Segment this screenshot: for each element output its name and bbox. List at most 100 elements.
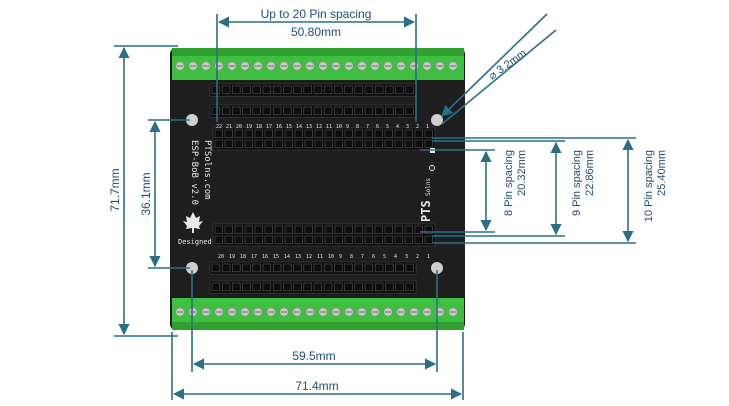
brand-logo: PTS Solns — [419, 178, 433, 222]
spacing10-value: 25.40mm — [656, 150, 668, 196]
top-row-number: 18 — [256, 124, 262, 130]
bottom-row-number: 10 — [328, 254, 334, 260]
terminal-screw — [201, 61, 211, 71]
terminal-screw — [175, 307, 185, 317]
top-row-number: 13 — [306, 124, 312, 130]
top-row-number: 3 — [406, 124, 409, 130]
bottom-row-number: 2 — [416, 254, 419, 260]
terminal-screw — [357, 61, 367, 71]
terminal-screw — [266, 61, 276, 71]
top-row-number: 12 — [316, 124, 322, 130]
terminal-screw — [331, 61, 341, 71]
silk-designed: Designed — [178, 238, 212, 246]
top-row-number: 4 — [396, 124, 399, 130]
top-row-number: 9 — [346, 124, 349, 130]
terminal-screw — [383, 307, 393, 317]
terminal-screw — [240, 61, 250, 71]
terminal-screw — [435, 61, 445, 71]
bottom-row-number: 12 — [306, 254, 312, 260]
top-row-number: 8 — [356, 124, 359, 130]
silk-website: PTSolns.com — [202, 140, 212, 200]
bottom-terminal-block — [172, 298, 464, 330]
top-row-number: 1 — [426, 124, 429, 130]
terminal-screw — [292, 307, 302, 317]
terminal-screw — [409, 307, 419, 317]
terminal-screw — [396, 307, 406, 317]
terminal-screw — [305, 307, 315, 317]
spacing9-label: 9 Pin spacing — [571, 150, 583, 216]
top-row-number: 17 — [266, 124, 272, 130]
terminal-screw — [279, 61, 289, 71]
terminal-screw — [201, 307, 211, 317]
terminal-screw — [188, 61, 198, 71]
bottom-row-number: 17 — [251, 254, 257, 260]
top-row-number: 7 — [366, 124, 369, 130]
maple-leaf-icon — [183, 212, 203, 233]
mounting-hole-bl — [186, 262, 198, 274]
spacing8-value: 20.32mm — [516, 150, 528, 196]
terminal-screw — [266, 307, 276, 317]
terminal-screw — [318, 307, 328, 317]
top-row-number: 22 — [216, 124, 222, 130]
terminal-screw — [448, 61, 458, 71]
hole-leader-1 — [441, 13, 548, 117]
bottom-row-number: 15 — [273, 254, 279, 260]
top-pin-row — [209, 104, 417, 118]
top-row-number: 16 — [276, 124, 282, 130]
terminal-screw — [305, 61, 315, 71]
terminal-screw — [422, 307, 432, 317]
terminal-screw — [344, 61, 354, 71]
height-total-label: 71.7mm — [108, 168, 122, 211]
bottom-row-number: 7 — [361, 254, 364, 260]
bottom-row-number: 13 — [295, 254, 301, 260]
bottom-female-header — [212, 223, 436, 247]
terminal-screw — [318, 61, 328, 71]
bottom-row-number: 4 — [394, 254, 397, 260]
terminal-screw — [292, 61, 302, 71]
top-row-number: 5 — [386, 124, 389, 130]
terminal-screw — [214, 307, 224, 317]
terminal-screw — [357, 307, 367, 317]
mounting-hole-br — [431, 262, 443, 274]
terminal-screw — [435, 307, 445, 317]
terminal-screw — [448, 307, 458, 317]
pin-headers — [209, 83, 436, 294]
silk-model: ESP-BoB v2.0 — [189, 140, 199, 205]
top-row-number: 19 — [246, 124, 252, 130]
bottom-row-number: 6 — [372, 254, 375, 260]
width-inner-label: 59.5mm — [292, 349, 335, 363]
top-row-number: 14 — [296, 124, 302, 130]
terminal-screw — [383, 61, 393, 71]
height-inner-label: 36.1mm — [139, 172, 153, 215]
terminal-screw — [422, 61, 432, 71]
bottom-row-number: 16 — [262, 254, 268, 260]
top-row-number: 2 — [416, 124, 419, 130]
brand-pts: PTS — [419, 200, 433, 222]
terminal-screw — [253, 307, 263, 317]
spacing10-label: 10 Pin spacing — [643, 150, 655, 222]
terminal-screw — [396, 61, 406, 71]
terminal-screw — [214, 61, 224, 71]
terminal-screw — [227, 61, 237, 71]
terminal-screw — [240, 307, 250, 317]
terminal-screw — [175, 61, 185, 71]
bottom-row-number: 1 — [427, 254, 430, 260]
spacing9-value: 22.86mm — [584, 150, 596, 196]
spacing8-label: 8 Pin spacing — [503, 150, 515, 216]
terminal-screw — [409, 61, 419, 71]
top-row-number: 6 — [376, 124, 379, 130]
terminal-screw — [279, 307, 289, 317]
bottom-row-number: 14 — [284, 254, 290, 260]
terminal-screw — [370, 307, 380, 317]
bottom-small-header — [209, 280, 417, 294]
top-female-header — [212, 127, 436, 151]
top-terminal-block — [172, 48, 464, 80]
bottom-pin-row — [209, 261, 417, 275]
bottom-row-number: 20 — [218, 254, 224, 260]
width-total-label: 71.4mm — [295, 379, 338, 393]
bottom-row-number: 19 — [229, 254, 235, 260]
silk-circle — [429, 165, 435, 171]
pcb-board — [170, 48, 465, 330]
